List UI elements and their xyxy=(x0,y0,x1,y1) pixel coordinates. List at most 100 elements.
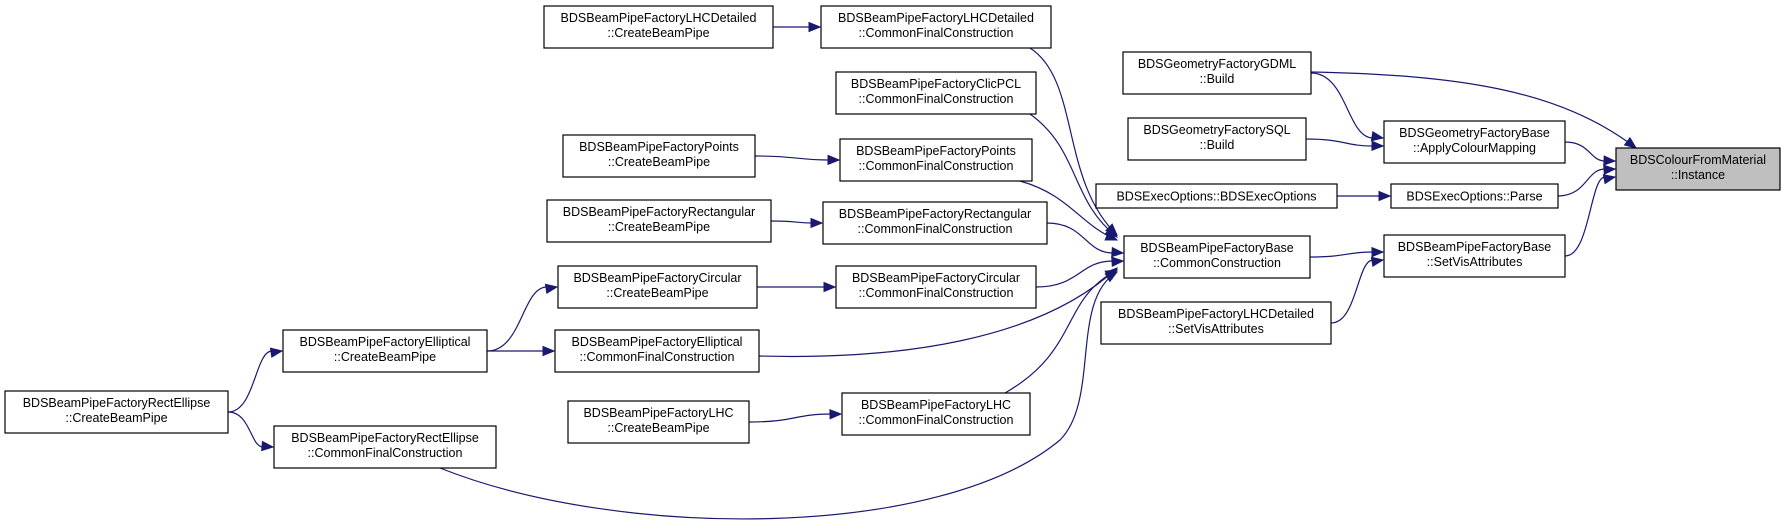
node-box xyxy=(562,134,756,178)
node-label-line1: BDSExecOptions::BDSExecOptions xyxy=(1116,190,1316,204)
edge-line xyxy=(1309,251,1374,258)
node-label-line1: BDSBeamPipeFactoryCircular xyxy=(573,271,741,285)
edge-line xyxy=(1029,47,1118,236)
edge-line xyxy=(1046,222,1114,254)
node-box xyxy=(282,329,488,373)
edge-line xyxy=(227,411,264,448)
edge-line xyxy=(758,267,1118,358)
node-box xyxy=(835,71,1037,115)
node-box xyxy=(1095,183,1338,209)
node-box xyxy=(835,265,1037,309)
node-circ_cfc[interactable]: BDSBeamPipeFactoryCircular::CommonFinalC… xyxy=(835,265,1037,309)
node-lhc_cfc[interactable]: BDSBeamPipeFactoryLHC::CommonFinalConstr… xyxy=(841,392,1031,436)
edge-lhc_cbp-to-lhc_cfc xyxy=(748,408,843,423)
node-box xyxy=(1123,235,1311,279)
node-box xyxy=(841,392,1031,436)
node-bpfb_sva[interactable]: BDSBeamPipeFactoryBase::SetVisAttributes xyxy=(1383,234,1566,278)
node-label-line1: BDSGeometryFactorySQL xyxy=(1143,123,1290,137)
arrowhead-icon xyxy=(269,347,284,358)
edge-circ_cfc-to-bpfb_cc xyxy=(1035,256,1125,288)
arrowhead-icon xyxy=(542,345,556,357)
node-label-line2: ::Build xyxy=(1200,72,1235,86)
node-gf_sql[interactable]: BDSGeometryFactorySQL::Build xyxy=(1127,117,1307,161)
node-rect_cbp[interactable]: BDSBeamPipeFactoryRectangular::CreateBea… xyxy=(546,199,772,243)
node-gfb_acm[interactable]: BDSGeometryFactoryBase::ApplyColourMappi… xyxy=(1383,120,1566,164)
edge-pts_cbp-to-pts_cfc xyxy=(754,154,841,166)
edge-line xyxy=(1564,176,1606,257)
node-eo_parse[interactable]: BDSExecOptions::Parse xyxy=(1390,183,1559,209)
node-label-line1: BDSGeometryFactoryBase xyxy=(1399,126,1550,140)
arrowhead-icon xyxy=(261,440,275,452)
node-label-line2: ::CreateBeamPipe xyxy=(65,411,167,425)
edge-line xyxy=(1310,72,1374,139)
edge-line xyxy=(754,155,830,161)
arrowhead-icon xyxy=(1623,136,1638,149)
arrowhead-icon xyxy=(829,408,843,420)
node-lhcd_cfc[interactable]: BDSBeamPipeFactoryLHCDetailed::CommonFin… xyxy=(820,5,1052,49)
edge-re_cbp-to-re_cfc xyxy=(227,411,275,452)
node-box xyxy=(1100,301,1332,345)
edge-line xyxy=(1310,71,1637,149)
node-lhc_cbp[interactable]: BDSBeamPipeFactoryLHC::CreateBeamPipe xyxy=(567,400,750,444)
arrowhead-icon xyxy=(1111,246,1125,258)
edge-lhcd_sva-to-bpfb_sva xyxy=(1330,256,1385,324)
node-clic_cfc[interactable]: BDSBeamPipeFactoryClicPCL::CommonFinalCo… xyxy=(835,71,1037,115)
node-ell_cfc[interactable]: BDSBeamPipeFactoryElliptical::CommonFina… xyxy=(554,329,760,373)
edge-rect_cbp-to-rect_cfc xyxy=(770,217,824,229)
node-box xyxy=(1127,117,1307,161)
node-box xyxy=(546,199,772,243)
node-eo_ctor[interactable]: BDSExecOptions::BDSExecOptions xyxy=(1095,183,1338,209)
node-rect_cfc[interactable]: BDSBeamPipeFactoryRectangular::CommonFin… xyxy=(822,201,1048,245)
arrowhead-icon xyxy=(1602,174,1617,185)
node-ell_cbp[interactable]: BDSBeamPipeFactoryElliptical::CreateBeam… xyxy=(282,329,488,373)
node-label-line2: ::CommonFinalConstruction xyxy=(859,159,1014,173)
node-re_cfc[interactable]: BDSBeamPipeFactoryRectEllipse::CommonFin… xyxy=(273,425,497,469)
edge-line xyxy=(1004,269,1118,394)
arrowhead-icon xyxy=(1371,140,1385,152)
edge-line xyxy=(1305,138,1374,147)
node-root[interactable]: BDSColourFromMaterial::Instance xyxy=(1615,147,1781,191)
node-circ_cbp[interactable]: BDSBeamPipeFactoryCircular::CreateBeamPi… xyxy=(557,265,758,309)
node-label-line2: ::CreateBeamPipe xyxy=(607,26,709,40)
arrowhead-icon xyxy=(1111,256,1125,267)
node-box xyxy=(1383,120,1566,164)
node-label-line2: ::CreateBeamPipe xyxy=(334,350,436,364)
edge-line xyxy=(1035,260,1114,288)
node-pts_cbp[interactable]: BDSBeamPipeFactoryPoints::CreateBeamPipe xyxy=(562,134,756,178)
arrowhead-icon xyxy=(1370,130,1385,142)
node-bpfb_cc[interactable]: BDSBeamPipeFactoryBase::CommonConstructi… xyxy=(1123,235,1311,279)
arrowhead-icon xyxy=(810,217,824,229)
node-lhcd_sva[interactable]: BDSBeamPipeFactoryLHCDetailed::SetVisAtt… xyxy=(1100,301,1332,345)
node-label-line1: BDSBeamPipeFactoryClicPCL xyxy=(851,77,1021,91)
node-re_cbp[interactable]: BDSBeamPipeFactoryRectEllipse::CreateBea… xyxy=(4,390,229,434)
node-label-line1: BDSBeamPipeFactoryLHCDetailed xyxy=(838,11,1034,25)
arrowhead-icon xyxy=(1104,271,1119,283)
arrowhead-icon xyxy=(1603,155,1617,166)
edges-layer xyxy=(227,21,1638,520)
edge-line xyxy=(1557,168,1606,197)
node-box xyxy=(820,5,1052,49)
node-label-line2: ::CreateBeamPipe xyxy=(607,421,709,435)
node-label-line1: BDSBeamPipeFactoryPoints xyxy=(579,140,739,154)
node-label-line1: BDSBeamPipeFactoryBase xyxy=(1140,241,1294,255)
edge-circ_cbp-to-circ_cfc xyxy=(757,281,837,293)
edge-ell_cbp-to-ell_cfc xyxy=(486,345,556,357)
edge-line xyxy=(1564,141,1606,162)
arrowhead-icon xyxy=(823,281,837,293)
edge-bpfb_sva-to-root xyxy=(1564,174,1617,257)
edge-line xyxy=(1029,113,1118,238)
arrowhead-icon xyxy=(1104,230,1119,241)
node-gf_gdml[interactable]: BDSGeometryFactoryGDML::Build xyxy=(1122,51,1312,95)
node-label-line2: ::CommonFinalConstruction xyxy=(308,446,463,460)
edge-line xyxy=(1330,259,1374,324)
edge-rect_cfc-to-bpfb_cc xyxy=(1046,222,1125,258)
edge-gf_gdml-to-gfb_acm xyxy=(1310,72,1385,142)
node-label-line2: ::Instance xyxy=(1671,168,1725,182)
node-box xyxy=(1615,147,1781,191)
edge-line xyxy=(1019,180,1118,241)
node-label-line1: BDSBeamPipeFactoryLHC xyxy=(583,406,733,420)
node-label-line2: ::CreateBeamPipe xyxy=(606,286,708,300)
node-pts_cfc[interactable]: BDSBeamPipeFactoryPoints::CommonFinalCon… xyxy=(839,138,1033,182)
node-lhcd_cbp[interactable]: BDSBeamPipeFactoryLHCDetailed::CreateBea… xyxy=(543,5,774,49)
edge-line xyxy=(227,350,273,413)
